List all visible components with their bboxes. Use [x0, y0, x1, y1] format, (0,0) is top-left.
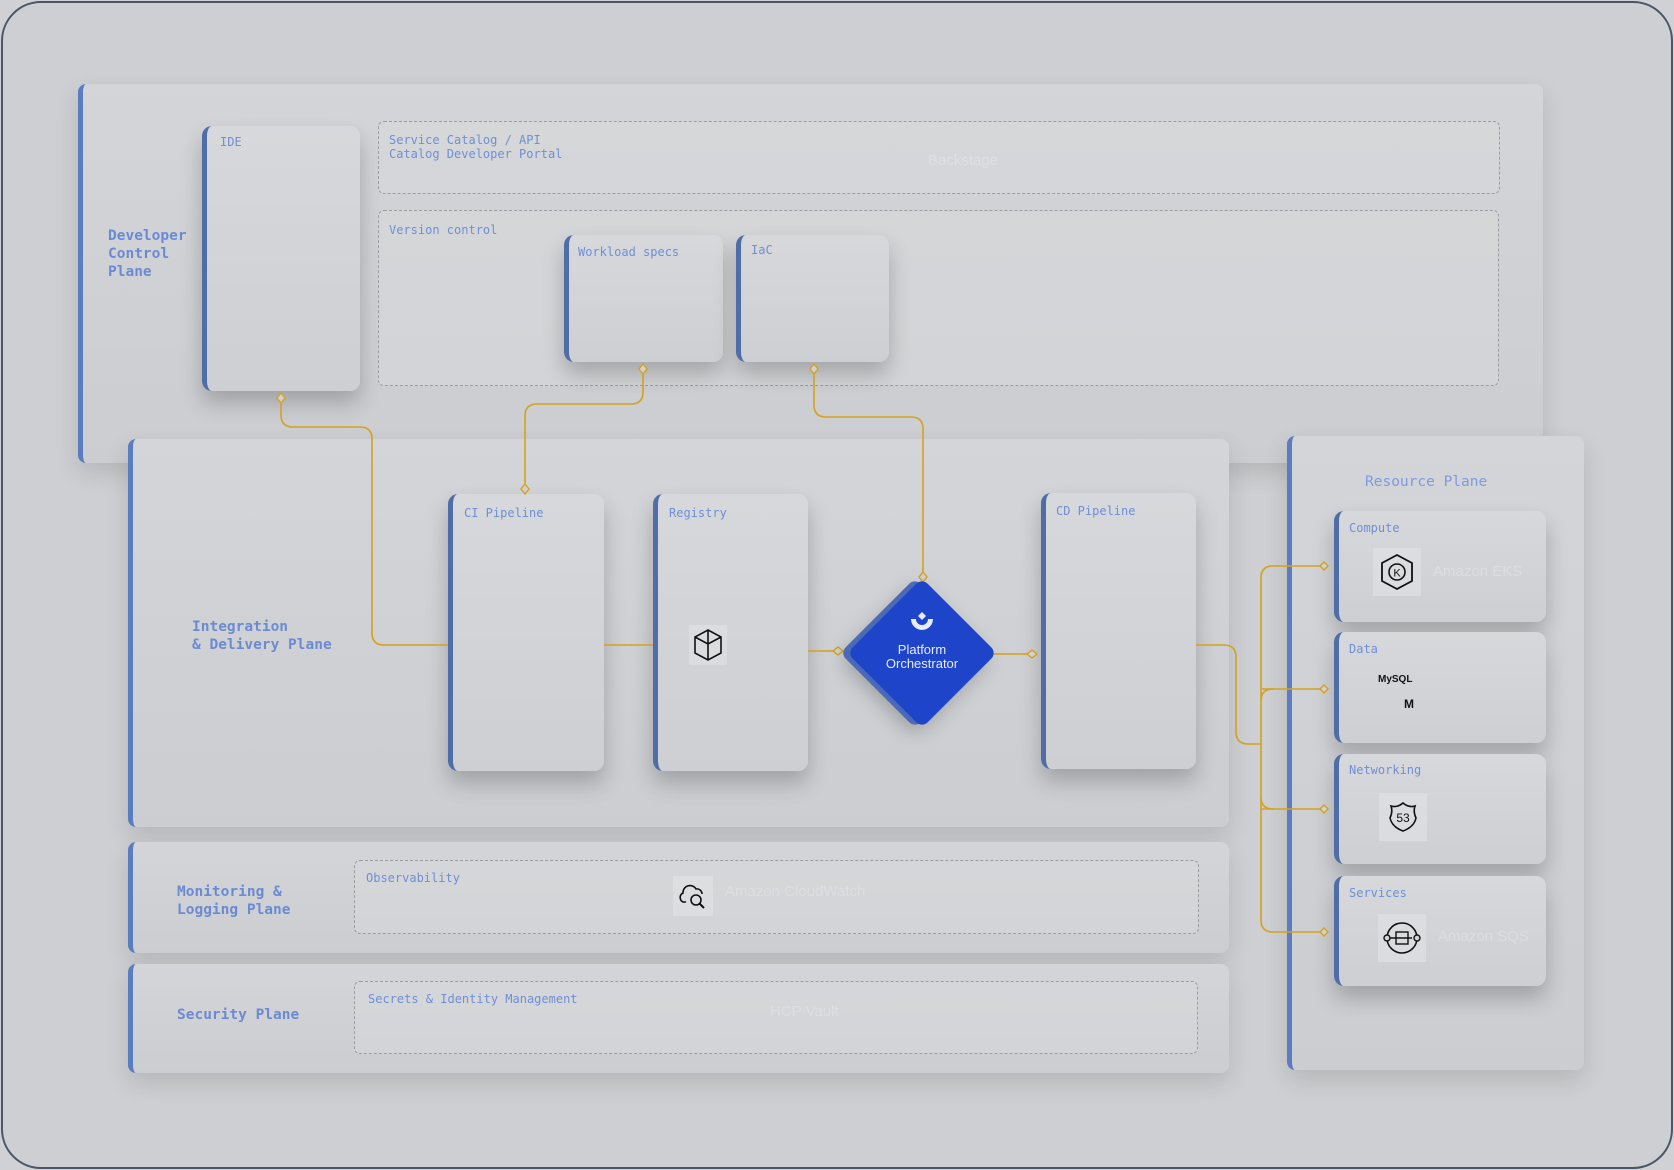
connector-node	[520, 482, 530, 496]
observability-label: Observability	[366, 871, 460, 885]
networking-label: Networking	[1349, 763, 1422, 777]
connector-node	[1319, 804, 1329, 814]
secrets-box[interactable]	[354, 981, 1198, 1054]
secrets-label: Secrets & Identity Management	[368, 992, 578, 1006]
workload-specs-label: Workload specs	[578, 245, 680, 259]
eks-text: Amazon EKS	[1433, 563, 1523, 580]
cloudwatch-icon	[673, 876, 713, 916]
ide-card[interactable]	[202, 126, 360, 391]
connector-node	[831, 646, 845, 656]
sqs-text: Amazon SQS	[1438, 928, 1529, 945]
platform-orchestrator-label: Platform Orchestrator	[885, 642, 959, 671]
ci-pipeline-card[interactable]	[448, 494, 604, 771]
mongo-logo: M	[1404, 697, 1414, 711]
workload-specs-card[interactable]	[564, 235, 723, 362]
data-label: Data	[1349, 642, 1378, 656]
ide-to-ci-connector	[280, 398, 448, 646]
connector-node	[1319, 684, 1329, 694]
humanitec-logo-icon	[911, 612, 933, 630]
connector-node	[638, 362, 648, 376]
resource-plane-label: Resource Plane	[1365, 474, 1488, 490]
observability-box[interactable]	[354, 860, 1199, 934]
eks-icon: K	[1373, 548, 1421, 596]
connector-node	[809, 362, 819, 376]
workload-to-ci-connector	[524, 369, 644, 489]
integration-plane-label: Integration & Delivery Plane	[192, 619, 332, 653]
services-card[interactable]	[1334, 876, 1546, 986]
mysql-logo: MySQL	[1378, 674, 1413, 685]
registry-card[interactable]	[653, 494, 808, 771]
service-catalog-box[interactable]	[378, 121, 1500, 194]
iac-label: IaC	[751, 243, 773, 257]
backstage-logo-text: Backstage	[928, 152, 999, 169]
iac-card[interactable]	[736, 235, 889, 362]
cd-to-resources-connector	[1196, 644, 1261, 745]
resource-bus	[1260, 565, 1324, 933]
ci-pipeline-label: CI Pipeline	[464, 506, 544, 520]
cloudwatch-text: Amazon CloudWatch	[725, 883, 866, 900]
networking-card[interactable]	[1334, 754, 1546, 864]
platform-orchestrator-content: Platform Orchestrator	[822, 610, 1022, 671]
developer-plane-label: Developer Control Plane	[108, 228, 187, 280]
ide-label: IDE	[220, 135, 242, 149]
connector-node	[1319, 561, 1329, 571]
connector-node	[1025, 649, 1039, 659]
compute-label: Compute	[1349, 521, 1400, 535]
version-control-label: Version control	[389, 223, 498, 237]
compute-card[interactable]	[1334, 511, 1546, 622]
iac-to-orchestrator-connector	[813, 369, 924, 577]
security-plane-label: Security Plane	[177, 1007, 300, 1023]
registry-label: Registry	[669, 506, 727, 520]
vault-text: HCP Vault	[770, 1003, 839, 1020]
svg-text:K: K	[1393, 568, 1401, 580]
svg-text:53: 53	[1396, 811, 1410, 825]
connector-node	[1319, 927, 1329, 937]
service-catalog-label: Service Catalog / API Catalog Developer …	[389, 133, 563, 161]
services-label: Services	[1349, 886, 1407, 900]
monitoring-plane-label: Monitoring & Logging Plane	[177, 884, 291, 918]
cd-pipeline-label: CD Pipeline	[1056, 504, 1136, 518]
data-card[interactable]	[1334, 632, 1546, 743]
route53-icon: 53	[1379, 793, 1427, 841]
sqs-icon	[1378, 914, 1426, 962]
registry-cube-icon	[689, 625, 727, 665]
cd-pipeline-card[interactable]	[1041, 493, 1196, 769]
connector-node	[276, 391, 286, 405]
